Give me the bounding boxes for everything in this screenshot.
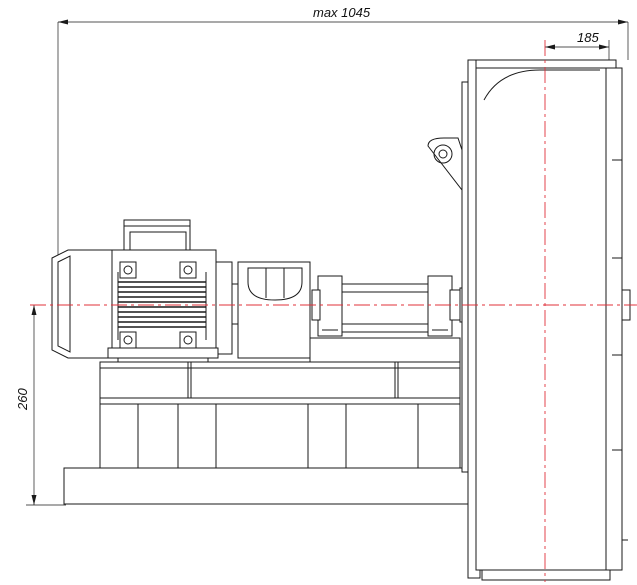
overall-length-label: max 1045: [313, 5, 371, 20]
center-lines: [30, 40, 637, 582]
shaft-height-dimension: 260: [15, 305, 66, 506]
fan-housing: [427, 59, 631, 581]
base-frame: [63, 345, 477, 505]
coupling-guard: [237, 261, 311, 359]
motor-cooling-fins: [118, 281, 206, 328]
shaft-height-label: 260: [15, 388, 30, 411]
outlet-offset-label: 185: [577, 30, 599, 45]
electric-motor: [51, 219, 239, 363]
outlet-offset-dimension: 185: [545, 30, 610, 62]
overall-length-dimension: max 1045: [57, 5, 629, 255]
bearing-housing: [309, 275, 475, 363]
